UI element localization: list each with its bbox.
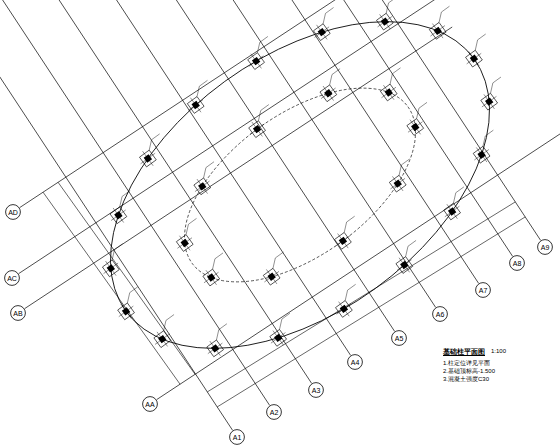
axis-bubble: AB — [10, 305, 26, 321]
column-footing — [370, 0, 410, 34]
dimension-line — [43, 192, 180, 384]
column-footing — [459, 34, 499, 71]
column-footing — [257, 252, 297, 289]
column-footing — [200, 324, 240, 361]
column-footing — [111, 287, 151, 324]
axis-label: A4 — [351, 359, 360, 366]
axis-line — [20, 0, 448, 208]
column-footing — [187, 162, 227, 199]
axis-line — [259, 0, 541, 240]
column-footing — [328, 216, 368, 253]
column-footing — [196, 253, 236, 290]
axis-label: A5 — [395, 335, 404, 342]
column-footing — [389, 240, 429, 277]
general-note: 2.基础顶标高-1.500 — [442, 368, 496, 375]
column-footing — [307, 8, 347, 45]
general-note: 1.柱定位详见平面 — [442, 360, 491, 367]
column-footing — [437, 187, 477, 224]
axis-bubble: A3 — [308, 382, 324, 398]
column-footing — [96, 244, 136, 281]
axis-label: AB — [13, 310, 22, 317]
axis-label: A1 — [233, 434, 242, 441]
general-note: 3.混凝土强度C30 — [442, 376, 490, 383]
axis-line — [0, 3, 233, 431]
column-footing — [329, 284, 369, 321]
axis-line — [231, 0, 513, 256]
column-footing — [313, 69, 353, 106]
dimension-line — [207, 202, 515, 392]
axis-bubble: A6 — [432, 306, 448, 322]
column-footing — [374, 68, 414, 105]
column-footing — [242, 105, 282, 142]
axis-line — [157, 118, 560, 400]
axis-bubble: A5 — [391, 330, 407, 346]
scale-note: 1:100 — [490, 348, 507, 355]
axis-label: A3 — [312, 387, 321, 394]
axis-bubble: A9 — [537, 239, 553, 255]
axis-line — [25, 27, 453, 309]
axis-bubble: A4 — [347, 354, 363, 370]
column-footing — [467, 130, 507, 167]
axis-label: AD — [8, 209, 18, 216]
column-footing — [383, 159, 423, 196]
axis-bubble: A7 — [475, 282, 491, 298]
dimension-line — [58, 182, 195, 374]
drawing-title: 基础柱平面图 — [442, 348, 486, 356]
axis-label: A8 — [513, 260, 522, 267]
column-footing — [400, 102, 440, 139]
column-footing — [147, 315, 187, 352]
axis-line — [154, 0, 436, 307]
axis-line — [113, 0, 395, 331]
axis-bubble: A8 — [509, 255, 525, 271]
axis-label: AC — [7, 275, 17, 282]
axis-label: A2 — [270, 409, 279, 416]
column-footing — [170, 218, 210, 255]
column-footing — [474, 77, 514, 114]
dimension-line — [217, 217, 525, 407]
axis-line — [197, 0, 479, 283]
axis-bubble: A2 — [266, 404, 282, 420]
column-footing — [241, 36, 281, 73]
column-footing — [423, 6, 463, 43]
axis-bubble: A1 — [229, 429, 245, 445]
column-footing — [263, 313, 303, 350]
column-footing — [181, 80, 221, 117]
axis-bubble: AA — [142, 396, 158, 412]
inner-ellipse — [151, 50, 449, 321]
axis-label: AA — [145, 401, 154, 408]
axis-line — [69, 0, 351, 355]
axis-bubble: AC — [4, 270, 20, 286]
column-footing — [133, 134, 173, 171]
axis-bubble: AD — [5, 204, 21, 220]
axis-line — [0, 0, 270, 405]
axis-label: A6 — [436, 311, 445, 318]
axis-label: A9 — [541, 244, 550, 251]
axis-line — [30, 0, 312, 383]
axis-label: A7 — [479, 287, 488, 294]
column-footing — [103, 191, 143, 228]
outer-ellipse — [51, 0, 549, 415]
